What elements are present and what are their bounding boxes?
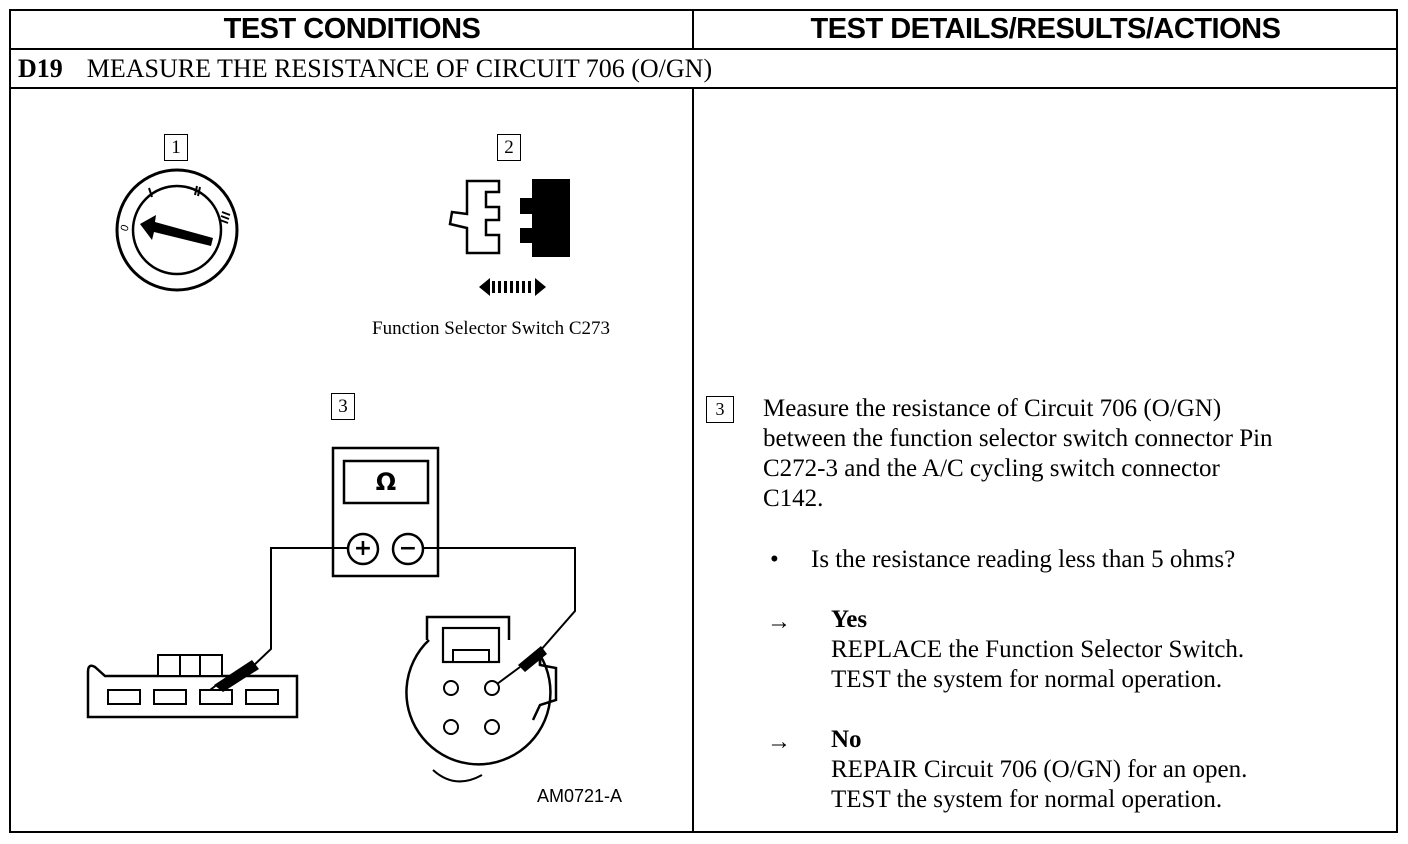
step-title: D19 MEASURE THE RESISTANCE OF CIRCUIT 706… — [18, 51, 712, 87]
yes-arrow: → — [767, 609, 791, 635]
no-arrow: → — [767, 729, 791, 755]
header-test-details: TEST DETAILS/RESULTS/ACTIONS — [810, 13, 1281, 45]
plus-symbol: + — [353, 536, 373, 561]
no-line-2: TEST the system for normal operation. — [831, 786, 1223, 813]
yes-line-2: TEST the system for normal operation. — [831, 666, 1223, 693]
instruction-text: Measure the resistance of Circuit 706 (O… — [763, 394, 1388, 514]
instruction-line-1: Measure the resistance of Circuit 706 (O… — [763, 395, 1222, 422]
header-test-conditions: TEST CONDITIONS — [223, 13, 481, 45]
yes-label: Yes — [831, 606, 868, 633]
question-text: Is the resistance reading less than 5 oh… — [811, 546, 1236, 573]
positive-lead — [250, 547, 348, 669]
instruction-line-2: between the function selector switch con… — [763, 425, 1273, 452]
step-code: D19 — [18, 54, 63, 83]
no-answer: No REPAIR Circuit 706 (O/GN) for an open… — [831, 725, 1247, 815]
instruction-line-4: C142. — [763, 485, 824, 512]
ohm-symbol: Ω — [375, 468, 397, 496]
callout-1: 1 — [164, 134, 188, 161]
header-divider — [9, 48, 1398, 50]
connector-disconnect-icon — [448, 179, 570, 296]
step-title-text: MEASURE THE RESISTANCE OF CIRCUIT 706 (O… — [86, 54, 713, 83]
callout-2: 2 — [497, 134, 521, 161]
step-ref-box: 3 — [706, 396, 734, 423]
yes-line-1: REPLACE the Function Selector Switch. — [831, 636, 1245, 663]
instruction-line-3: C272-3 and the A/C cycling switch connec… — [763, 455, 1220, 482]
minus-symbol: − — [398, 536, 418, 561]
question-bullet: • — [770, 546, 779, 573]
column-divider-top — [692, 9, 694, 49]
yes-answer: Yes REPLACE the Function Selector Switch… — [831, 605, 1244, 695]
callout-3: 3 — [331, 393, 355, 420]
test-table-frame — [9, 9, 1398, 833]
no-line-1: REPAIR Circuit 706 (O/GN) for an open. — [831, 756, 1248, 783]
connector-caption: Function Selector Switch C273 — [372, 318, 611, 339]
cycling-switch-connector-icon — [405, 615, 558, 783]
connector-icon — [86, 654, 299, 719]
figure-id: AM0721-A — [537, 786, 623, 806]
ohmmeter-icon — [331, 446, 440, 578]
column-divider-body — [692, 87, 694, 833]
svg-text:0: 0 — [119, 223, 132, 233]
title-divider — [9, 87, 1398, 89]
negative-lead — [423, 547, 576, 652]
no-label: No — [831, 726, 862, 753]
ignition-key-icon: 0 — [115, 168, 239, 292]
